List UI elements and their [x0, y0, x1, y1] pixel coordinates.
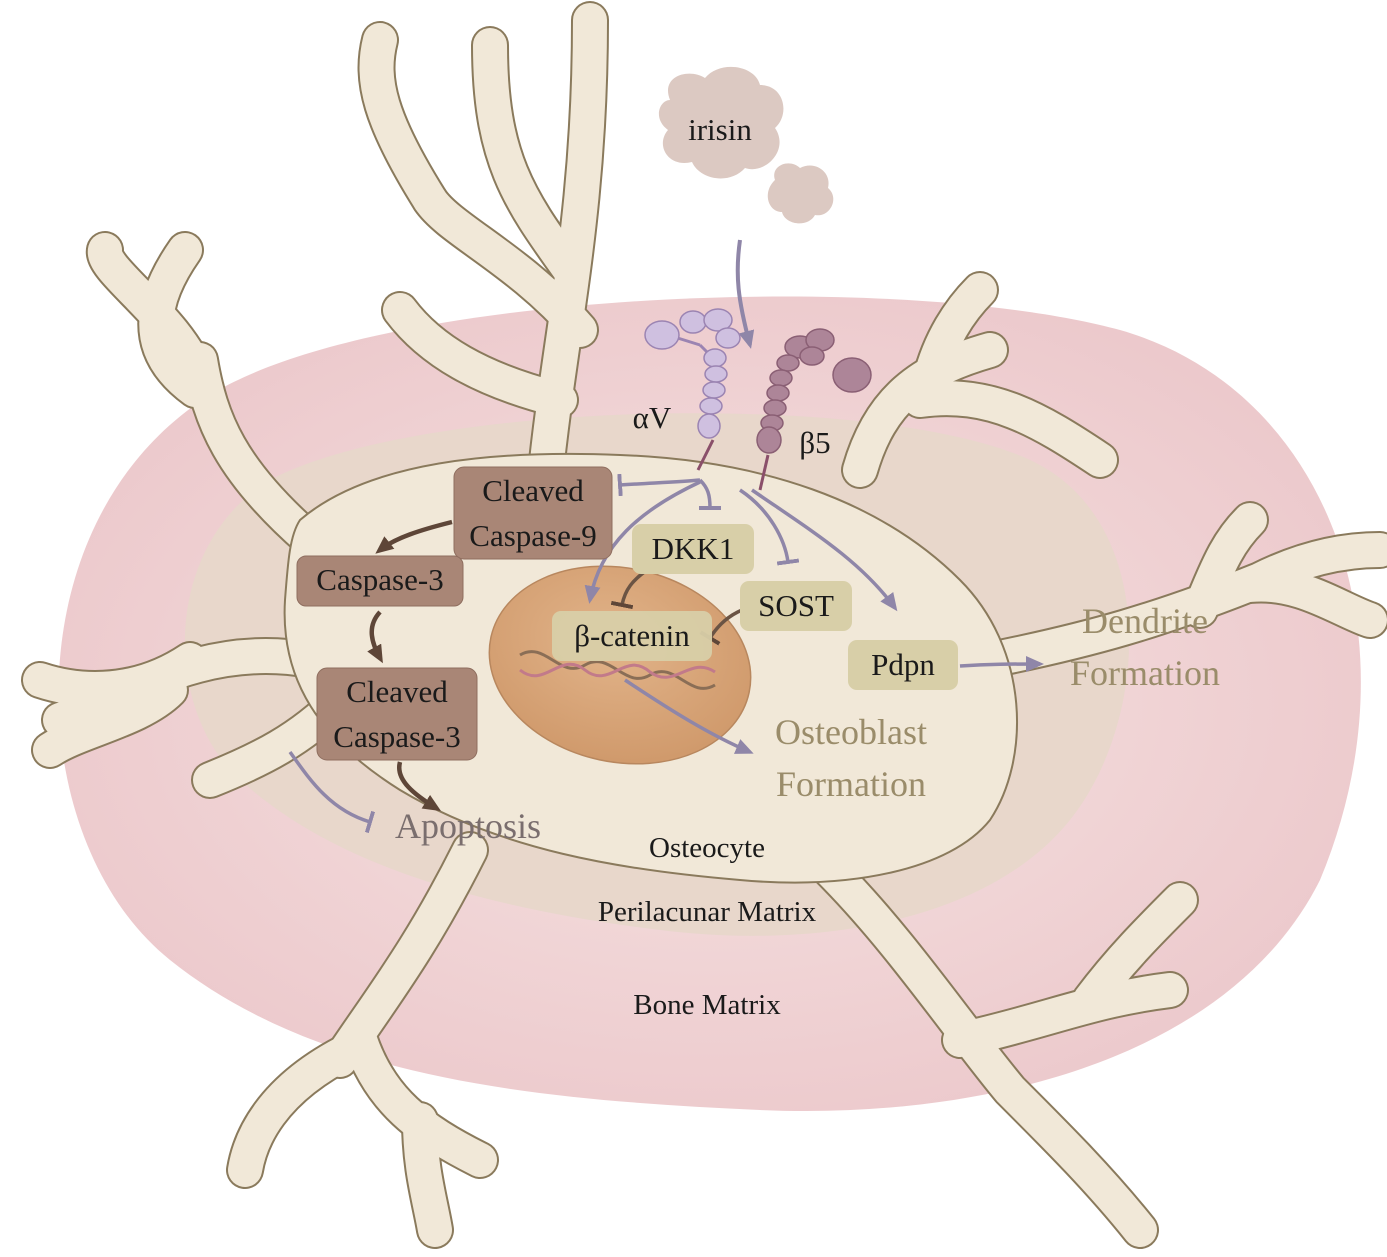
sost-node: SOST — [740, 581, 852, 631]
integrin-alphaV — [644, 308, 741, 471]
cleaved-caspase3-node: Cleaved Caspase-3 — [316, 667, 478, 761]
edge-inhibit-cleaved-caspase9 — [617, 473, 701, 497]
edge-activate-pdpn — [751, 488, 898, 612]
dna-helix — [519, 650, 716, 690]
edge-inhibit-apoptosis — [288, 750, 376, 834]
osteoblast-formation-line2: Formation — [776, 764, 926, 804]
apoptosis-label: Apoptosis — [395, 806, 541, 846]
osteocyte-label: Osteocyte — [649, 832, 765, 864]
irisin-molecule — [658, 66, 834, 224]
bone-matrix-label: Bone Matrix — [633, 989, 781, 1021]
integrin-beta5 — [756, 328, 872, 491]
dkk1-node: DKK1 — [632, 524, 754, 574]
dkk1-label: DKK1 — [652, 531, 735, 566]
edge-pdpn-dendrite — [959, 656, 1044, 673]
edge-inhibit-dkk1 — [698, 478, 722, 511]
cleaved-caspase9-line1: Cleaved — [482, 473, 584, 508]
beta-catenin-label: β-catenin — [574, 618, 690, 653]
dendrite-formation-line2: Formation — [1070, 653, 1220, 693]
alphaV-label: αV — [633, 400, 672, 435]
caspase3-node: Caspase-3 — [296, 555, 464, 607]
edge-activate-beta-catenin — [584, 480, 701, 604]
irisin-binding-arrow — [735, 239, 755, 349]
caspase3-label: Caspase-3 — [316, 562, 443, 597]
edge-caspase9-to-caspase3 — [375, 519, 453, 554]
beta5-label: β5 — [799, 425, 830, 460]
dendrite-formation-line1: Dendrite — [1082, 601, 1208, 641]
cleaved-caspase9-line2: Caspase-9 — [469, 518, 596, 553]
cleaved-caspase3-line1: Cleaved — [346, 674, 448, 709]
irisin-label: irisin — [688, 112, 752, 147]
edge-sost-inhibit-beta-catenin — [699, 608, 743, 646]
pdpn-label: Pdpn — [871, 647, 935, 682]
cleaved-caspase3-line2: Caspase-3 — [333, 719, 460, 754]
caspase-edges — [367, 519, 453, 812]
edge-beta-catenin-osteoblast — [624, 678, 754, 754]
osteoblast-formation-line1: Osteoblast — [775, 712, 927, 752]
signaling-edges — [288, 473, 1044, 834]
sost-label: SOST — [758, 588, 834, 623]
beta-catenin-node: β-catenin — [552, 611, 712, 661]
cleaved-caspase9-node: Cleaved Caspase-9 — [453, 466, 613, 560]
dendrites — [21, 1, 1387, 1249]
perilacunar-matrix-label: Perilacunar Matrix — [598, 896, 817, 928]
edge-cleaved-caspase3-to-apoptosis — [396, 761, 442, 812]
edge-inhibit-sost — [739, 488, 800, 566]
pdpn-node: Pdpn — [848, 640, 958, 690]
edge-caspase3-to-cleaved-caspase3 — [367, 610, 383, 664]
